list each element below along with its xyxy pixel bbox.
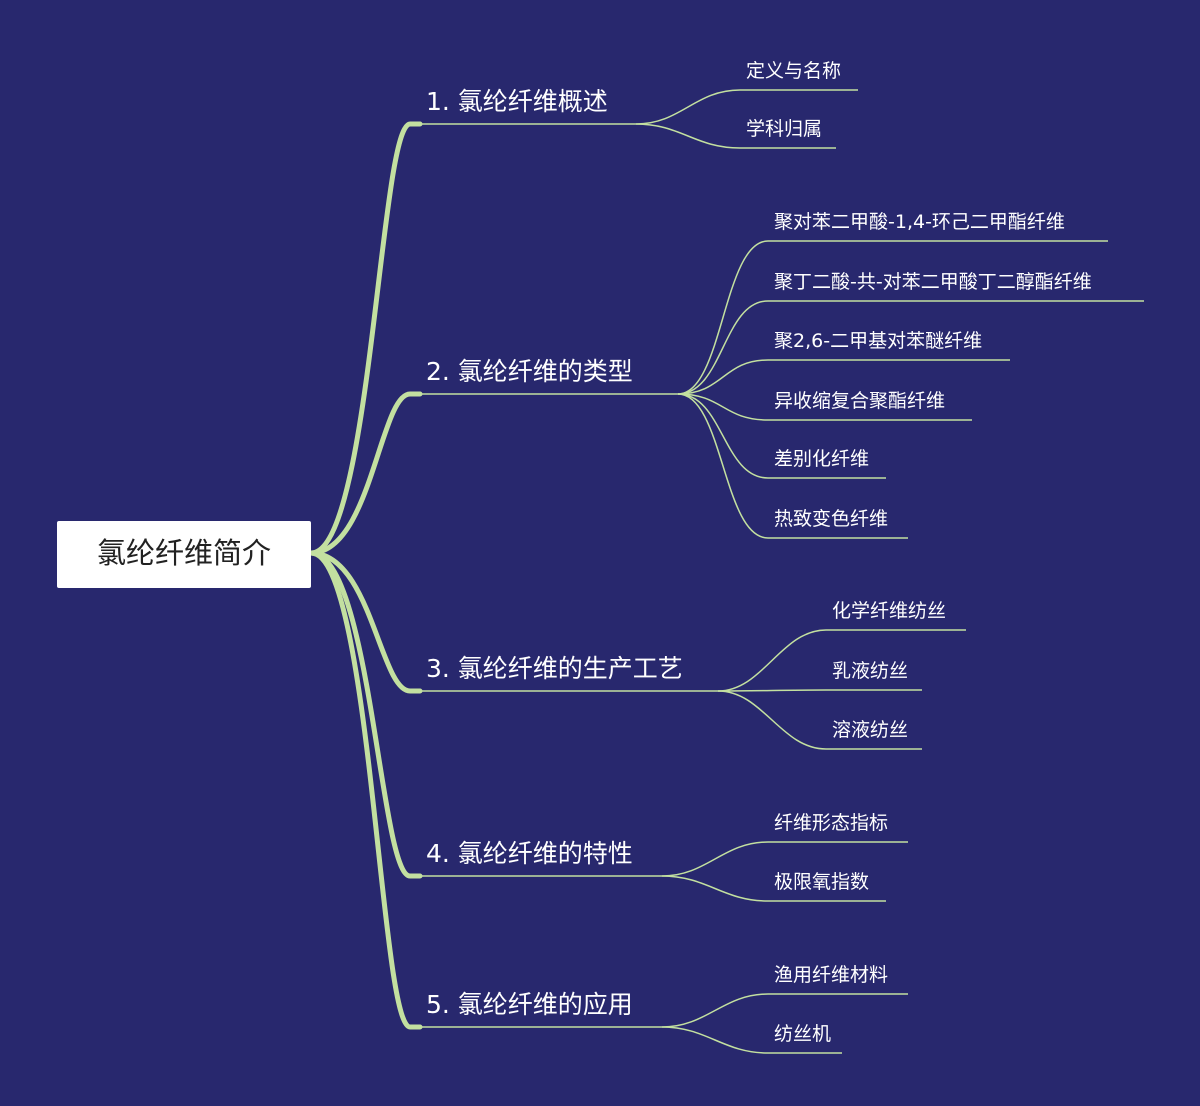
leaf-node[interactable]: 极限氧指数 — [774, 871, 869, 893]
leaf-connector — [677, 393, 769, 479]
leaf-connector — [677, 300, 769, 395]
leaf-node[interactable]: 学科归属 — [746, 118, 822, 140]
leaf-connector — [717, 629, 827, 692]
leaf-connector — [661, 1026, 769, 1054]
branch-label: 4. 氯纶纤维的特性 — [426, 839, 633, 868]
branch-connector — [308, 550, 423, 879]
branch-node[interactable]: 4. 氯纶纤维的特性 — [426, 839, 633, 868]
leaf-node[interactable]: 差别化纤维 — [774, 448, 869, 470]
leaf-label: 差别化纤维 — [774, 448, 869, 470]
leaf-connector — [677, 359, 769, 395]
leaf-label: 纺丝机 — [774, 1023, 831, 1045]
leaf-label: 乳液纺丝 — [832, 660, 908, 682]
branch-node[interactable]: 5. 氯纶纤维的应用 — [426, 990, 633, 1019]
leaf-connector — [717, 689, 827, 692]
leaf-connector — [717, 690, 827, 750]
leaf-label: 学科归属 — [746, 118, 822, 140]
leaf-label: 渔用纤维材料 — [774, 964, 888, 986]
leaf-connector — [661, 841, 769, 877]
leaf-node[interactable]: 纤维形态指标 — [774, 812, 888, 834]
branch-connector — [308, 550, 423, 1030]
leaf-connector — [677, 393, 769, 539]
leaf-node[interactable]: 异收缩复合聚酯纤维 — [774, 390, 945, 412]
leaf-node[interactable]: 聚对苯二甲酸-1,4-环己二甲酯纤维 — [774, 211, 1065, 233]
leaf-label: 聚对苯二甲酸-1,4-环己二甲酯纤维 — [774, 211, 1065, 233]
leaf-label: 纤维形态指标 — [774, 812, 888, 834]
branch-label: 3. 氯纶纤维的生产工艺 — [426, 654, 683, 683]
root-node[interactable]: 氯纶纤维简介 — [57, 521, 311, 588]
branch-connector — [308, 391, 423, 556]
leaf-connector — [661, 875, 769, 902]
leaf-label: 聚2,6-二甲基对苯醚纤维 — [774, 330, 982, 352]
branch-label: 2. 氯纶纤维的类型 — [426, 357, 633, 386]
leaf-connector — [635, 89, 741, 125]
leaf-label: 定义与名称 — [746, 60, 841, 82]
leaf-label: 极限氧指数 — [774, 871, 869, 893]
leaf-label: 溶液纺丝 — [832, 719, 908, 741]
leaf-connector — [635, 123, 741, 149]
root-node-label: 氯纶纤维简介 — [97, 536, 271, 570]
leaf-node[interactable]: 聚丁二酸-共-对苯二甲酸丁二醇酯纤维 — [774, 271, 1092, 293]
leaf-connector — [661, 993, 769, 1028]
leaf-node[interactable]: 化学纤维纺丝 — [832, 600, 946, 622]
leaf-node[interactable]: 定义与名称 — [746, 60, 841, 82]
leaf-node[interactable]: 渔用纤维材料 — [774, 964, 888, 986]
branch-connector — [308, 550, 423, 694]
branch-node[interactable]: 1. 氯纶纤维概述 — [426, 87, 608, 116]
branch-node[interactable]: 3. 氯纶纤维的生产工艺 — [426, 654, 683, 683]
leaf-node[interactable]: 乳液纺丝 — [832, 660, 908, 682]
leaf-connector — [677, 393, 769, 421]
root-node-box[interactable] — [57, 521, 311, 588]
leaf-label: 热致变色纤维 — [774, 508, 888, 530]
leaf-node[interactable]: 热致变色纤维 — [774, 508, 888, 530]
leaf-connector — [677, 240, 769, 395]
leaf-label: 聚丁二酸-共-对苯二甲酸丁二醇酯纤维 — [774, 271, 1092, 293]
branch-node[interactable]: 2. 氯纶纤维的类型 — [426, 357, 633, 386]
leaf-label: 异收缩复合聚酯纤维 — [774, 390, 945, 412]
connector-lines — [308, 89, 1144, 1054]
branch-connector — [308, 121, 423, 556]
leaf-label: 化学纤维纺丝 — [832, 600, 946, 622]
leaf-node[interactable]: 溶液纺丝 — [832, 719, 908, 741]
leaf-node[interactable]: 纺丝机 — [774, 1023, 831, 1045]
branch-label: 5. 氯纶纤维的应用 — [426, 990, 633, 1019]
branch-label: 1. 氯纶纤维概述 — [426, 87, 608, 116]
leaf-node[interactable]: 聚2,6-二甲基对苯醚纤维 — [774, 330, 982, 352]
